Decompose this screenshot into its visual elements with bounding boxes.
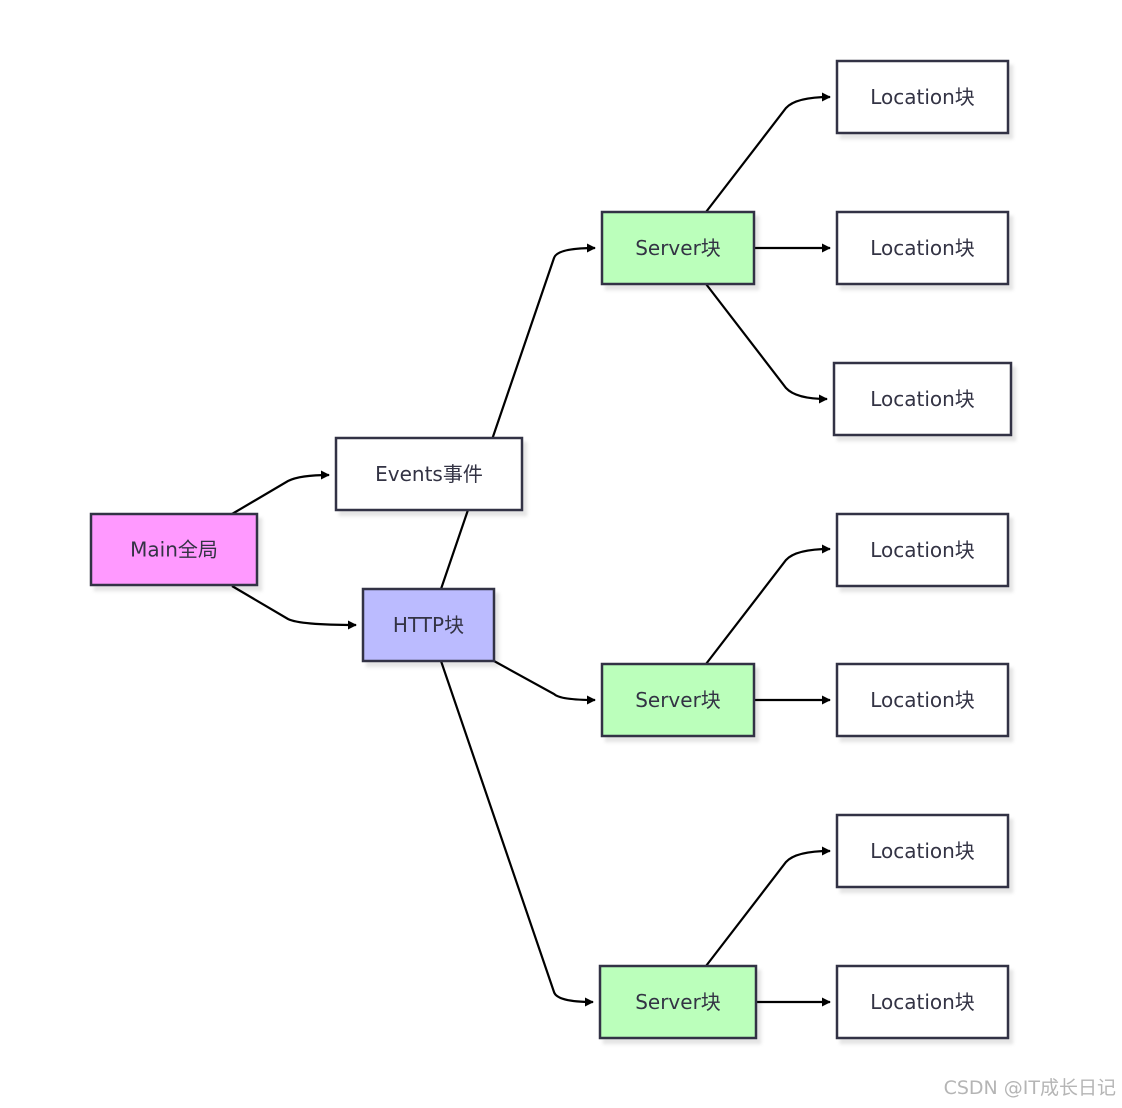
node-box-main: [89, 512, 259, 587]
node-box-server2: [600, 662, 756, 738]
node-loc3: Location块: [832, 361, 1013, 437]
node-label-server1: Server块: [635, 236, 721, 260]
node-label-loc6: Location块: [870, 839, 975, 863]
node-loc5: Location块: [835, 662, 1010, 738]
node-label-server3: Server块: [635, 990, 721, 1014]
node-box-events: [334, 436, 524, 512]
node-box-loc2: [835, 210, 1010, 286]
node-loc6: Location块: [835, 813, 1010, 889]
node-box-loc3: [832, 361, 1013, 437]
node-box-server1: [600, 210, 756, 286]
node-server3: Server块: [598, 964, 758, 1040]
node-loc2: Location块: [835, 210, 1010, 286]
node-label-loc5: Location块: [870, 688, 975, 712]
node-box-loc7: [835, 964, 1010, 1040]
node-loc7: Location块: [835, 964, 1010, 1040]
node-box-loc1: [835, 59, 1010, 135]
node-box-loc5: [835, 662, 1010, 738]
node-box-loc6: [835, 813, 1010, 889]
edge-server1-to-loc1: [705, 92, 831, 213]
node-main: Main全局: [89, 512, 259, 587]
watermark: CSDN @IT成长日记: [943, 1077, 1116, 1099]
node-label-loc1: Location块: [870, 85, 975, 109]
edge-server3-to-loc6: [705, 846, 831, 967]
node-label-loc7: Location块: [870, 990, 975, 1014]
edge-server1-to-loc3: [705, 283, 828, 404]
edge-server2-to-loc4: [705, 544, 831, 665]
node-label-main: Main全局: [130, 538, 218, 562]
edge-main-to-events: [231, 470, 330, 515]
node-box-loc4: [835, 512, 1010, 588]
nodes-layer: Main全局 Events事件 HTTP块 Server块 Server块 Server块…: [89, 59, 1013, 1040]
node-label-events: Events事件: [375, 462, 483, 486]
node-box-http: [361, 587, 496, 663]
node-label-http: HTTP块: [393, 613, 464, 637]
node-server1: Server块: [600, 210, 756, 286]
edge-http-to-server1: [439, 243, 596, 590]
node-server2: Server块: [600, 662, 756, 738]
node-http: HTTP块: [361, 587, 496, 663]
edge-main-to-http: [231, 585, 357, 630]
node-loc4: Location块: [835, 512, 1010, 588]
node-label-server2: Server块: [635, 688, 721, 712]
edge-http-to-server3: [439, 660, 594, 1007]
node-events: Events事件: [334, 436, 524, 512]
node-label-loc4: Location块: [870, 538, 975, 562]
node-label-loc2: Location块: [870, 236, 975, 260]
edges-layer: [231, 92, 831, 1007]
edge-http-to-server2: [493, 660, 596, 705]
node-label-loc3: Location块: [870, 387, 975, 411]
node-loc1: Location块: [835, 59, 1010, 135]
node-box-server3: [598, 964, 758, 1040]
